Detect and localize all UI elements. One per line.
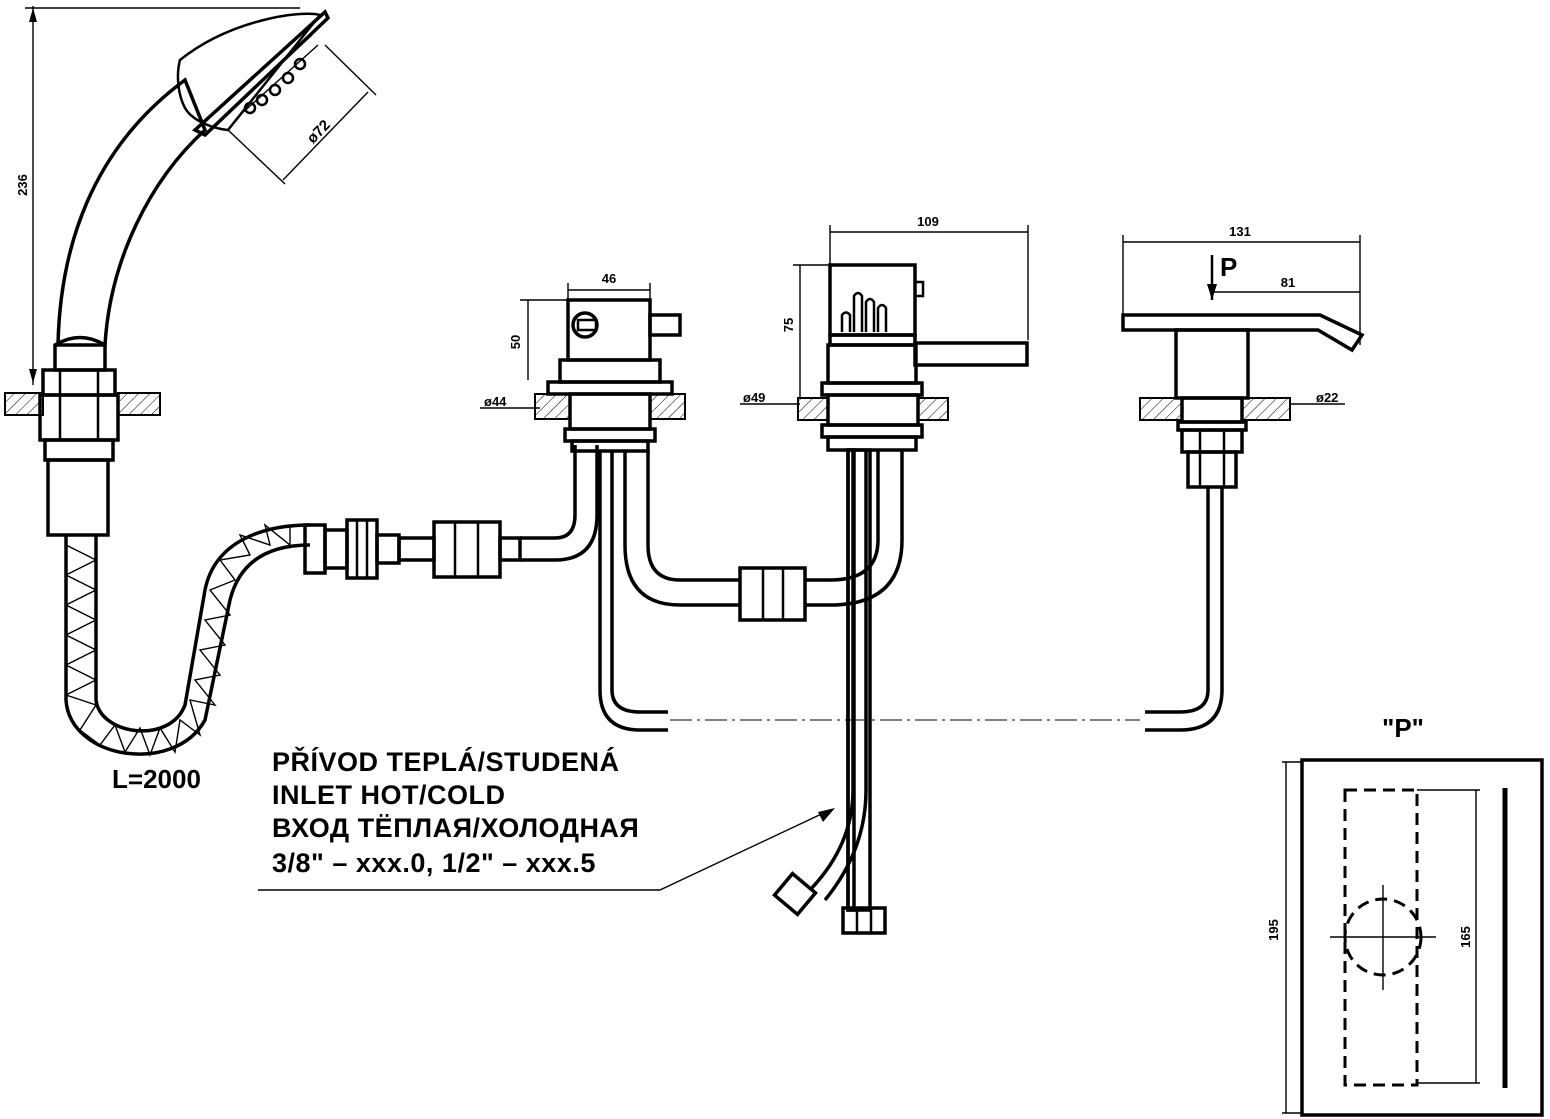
dim-diverter-height: 50	[508, 335, 523, 349]
dimension-46: 46	[567, 271, 651, 300]
note-line-4: 3/8" – xxx.0, 1/2" – xxx.5	[272, 848, 596, 878]
view-marker-label: P	[1220, 252, 1237, 282]
mixer: 109 75 ø49	[740, 214, 1029, 935]
note-line-3: ВХОД ТЁПЛАЯ/ХОЛОДНАЯ	[272, 813, 639, 843]
dim-spout-length: 131	[1229, 224, 1251, 239]
dimension-109: 109	[829, 214, 1029, 340]
dimension-d72: ø72	[227, 44, 377, 185]
hose-length-label: L=2000	[112, 764, 201, 794]
note-line-2: INLET HOT/COLD	[272, 780, 505, 810]
dimension-131: 131	[1122, 224, 1361, 345]
view-arrow-p: P	[1207, 252, 1237, 300]
middle-connector	[738, 450, 904, 622]
dim-mixer-hole: ø49	[743, 390, 765, 405]
dim-shower-height: 236	[15, 174, 30, 196]
shower-head	[176, 12, 323, 132]
dim-spout-offset: 81	[1281, 275, 1295, 290]
dim-shower-diameter: ø72	[304, 117, 334, 147]
dim-mixer-height: 75	[781, 318, 796, 332]
diverter: 46 50 ø44	[480, 271, 740, 732]
detail-title: "P"	[1382, 713, 1424, 743]
spray-holes	[243, 57, 307, 115]
dimension-50: 50	[508, 299, 568, 380]
dim-detail-outer: 195	[1266, 919, 1281, 941]
dimension-75: 75	[781, 264, 832, 398]
inlet-note: PŘÍVOD TEPLÁ/STUDENÁ INLET HOT/COLD ВХОД…	[258, 746, 835, 891]
dim-diverter-width: 46	[602, 271, 616, 286]
hand-shower: 236 ø72	[4, 6, 599, 794]
dim-diverter-hole: ø44	[484, 394, 507, 409]
spout: 131 81 P ø22	[1121, 224, 1365, 732]
dimension-81: 81	[1212, 275, 1360, 293]
detail-p: "P" 195 165	[1266, 713, 1544, 1117]
dim-detail-inner: 165	[1458, 926, 1473, 948]
dim-mixer-width: 109	[917, 214, 939, 229]
dimension-236: 236	[15, 6, 300, 385]
note-line-1: PŘÍVOD TEPLÁ/STUDENÁ	[272, 746, 620, 777]
dim-spout-hole: ø22	[1316, 390, 1338, 405]
shower-hose	[64, 535, 311, 756]
shower-handle	[56, 77, 208, 347]
